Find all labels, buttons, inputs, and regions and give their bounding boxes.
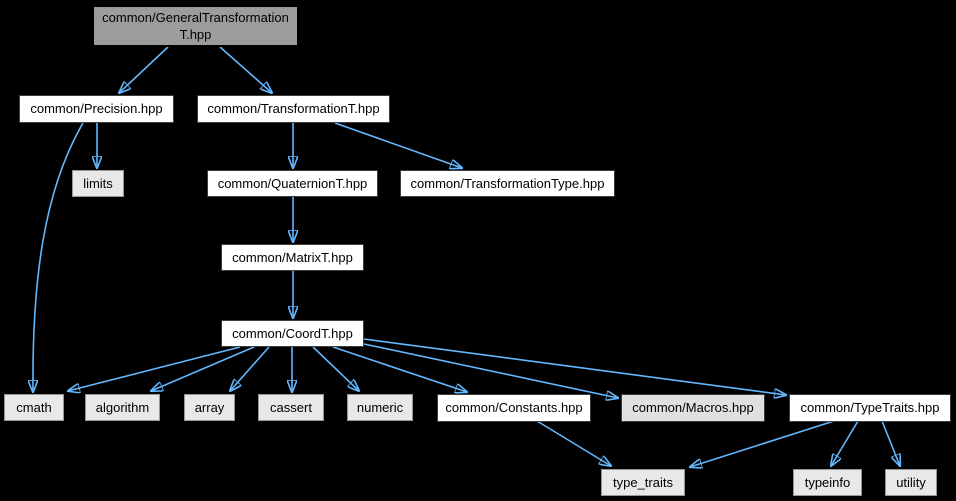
edge-precision-cmath <box>33 122 84 392</box>
edge-typetraitshpp-utility <box>881 420 900 466</box>
node-label-line1: common/GeneralTransformation <box>102 10 289 25</box>
node-label-line2: T.hpp <box>179 27 212 42</box>
node-utility: utility <box>885 469 937 496</box>
node-array: array <box>184 394 235 421</box>
node-numeric: numeric <box>347 394 413 421</box>
edge-constants-typetraits-std <box>536 420 611 466</box>
node-type-traits-hpp[interactable]: common/TypeTraits.hpp <box>789 394 951 422</box>
edge-coordt-algorithm <box>151 346 255 391</box>
node-cassert: cassert <box>258 394 324 421</box>
edge-coordt-numeric <box>312 346 359 391</box>
edge-root-precision <box>119 46 169 93</box>
edge-coordt-constants <box>332 346 467 392</box>
node-coord-t-hpp[interactable]: common/CoordT.hpp <box>221 320 364 347</box>
node-type-traits: type_traits <box>601 469 685 496</box>
node-constants-hpp[interactable]: common/Constants.hpp <box>437 394 591 422</box>
node-macros-hpp: common/Macros.hpp <box>621 394 765 422</box>
node-quaternion-t-hpp[interactable]: common/QuaternionT.hpp <box>207 170 378 197</box>
node-transformation-t-hpp[interactable]: common/TransformationT.hpp <box>197 95 390 123</box>
node-general-transformation-t-hpp: common/GeneralTransformation T.hpp <box>92 5 299 47</box>
node-typeinfo: typeinfo <box>793 469 862 496</box>
edge-transformationt-transformationtype <box>334 122 462 168</box>
node-matrix-t-hpp[interactable]: common/MatrixT.hpp <box>221 244 364 271</box>
edge-coordt-cmath <box>68 346 241 391</box>
node-cmath: cmath <box>4 394 64 421</box>
node-precision-hpp[interactable]: common/Precision.hpp <box>19 95 174 123</box>
edge-coordt-array <box>230 346 270 391</box>
node-transformation-type-hpp[interactable]: common/TransformationType.hpp <box>400 170 615 197</box>
edge-root-transformationt <box>219 46 272 93</box>
edge-coordt-typetraits <box>363 338 786 395</box>
edge-typetraitshpp-typetraits-std <box>690 420 835 467</box>
node-limits: limits <box>72 170 124 197</box>
node-algorithm: algorithm <box>85 394 160 421</box>
edge-typetraitshpp-typeinfo <box>831 420 859 466</box>
edge-coordt-macros <box>363 343 618 398</box>
